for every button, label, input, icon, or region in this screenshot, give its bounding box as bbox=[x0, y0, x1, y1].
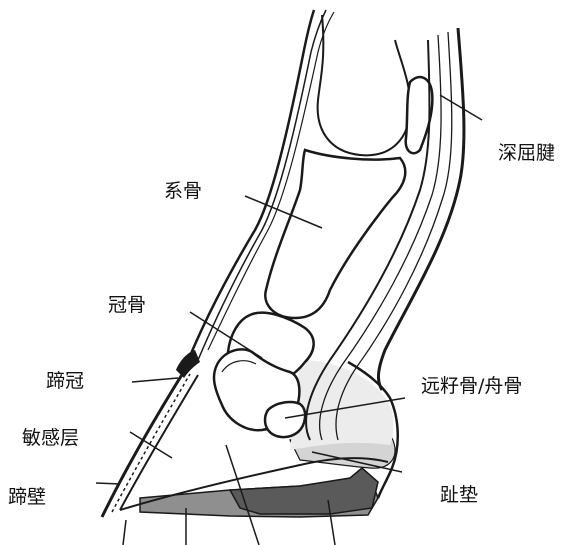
hoof-wall-inner bbox=[120, 375, 198, 510]
long-pastern-bone bbox=[265, 150, 405, 318]
leader-coronet bbox=[132, 378, 178, 382]
label-navicular: 远籽骨/舟骨 bbox=[421, 377, 522, 396]
navicular-bone bbox=[265, 402, 305, 437]
label-deep-flexor-tendon: 深屈腱 bbox=[498, 144, 555, 163]
cannon-bone bbox=[318, 15, 411, 155]
label-hoof-wall: 蹄壁 bbox=[8, 488, 46, 507]
leader-deep-flexor bbox=[440, 95, 482, 120]
coronary-band bbox=[176, 350, 200, 378]
label-coronet: 蹄冠 bbox=[46, 372, 84, 391]
label-long-pastern: 系骨 bbox=[164, 182, 202, 201]
leader-white-line bbox=[123, 520, 126, 545]
leader-hoof-wall bbox=[96, 483, 120, 484]
label-digital-cushion: 趾垫 bbox=[440, 486, 478, 505]
sensitive-laminae-band bbox=[112, 374, 190, 512]
label-sensitive-laminae: 敏感层 bbox=[22, 429, 79, 448]
label-short-pastern: 冠骨 bbox=[108, 296, 146, 315]
